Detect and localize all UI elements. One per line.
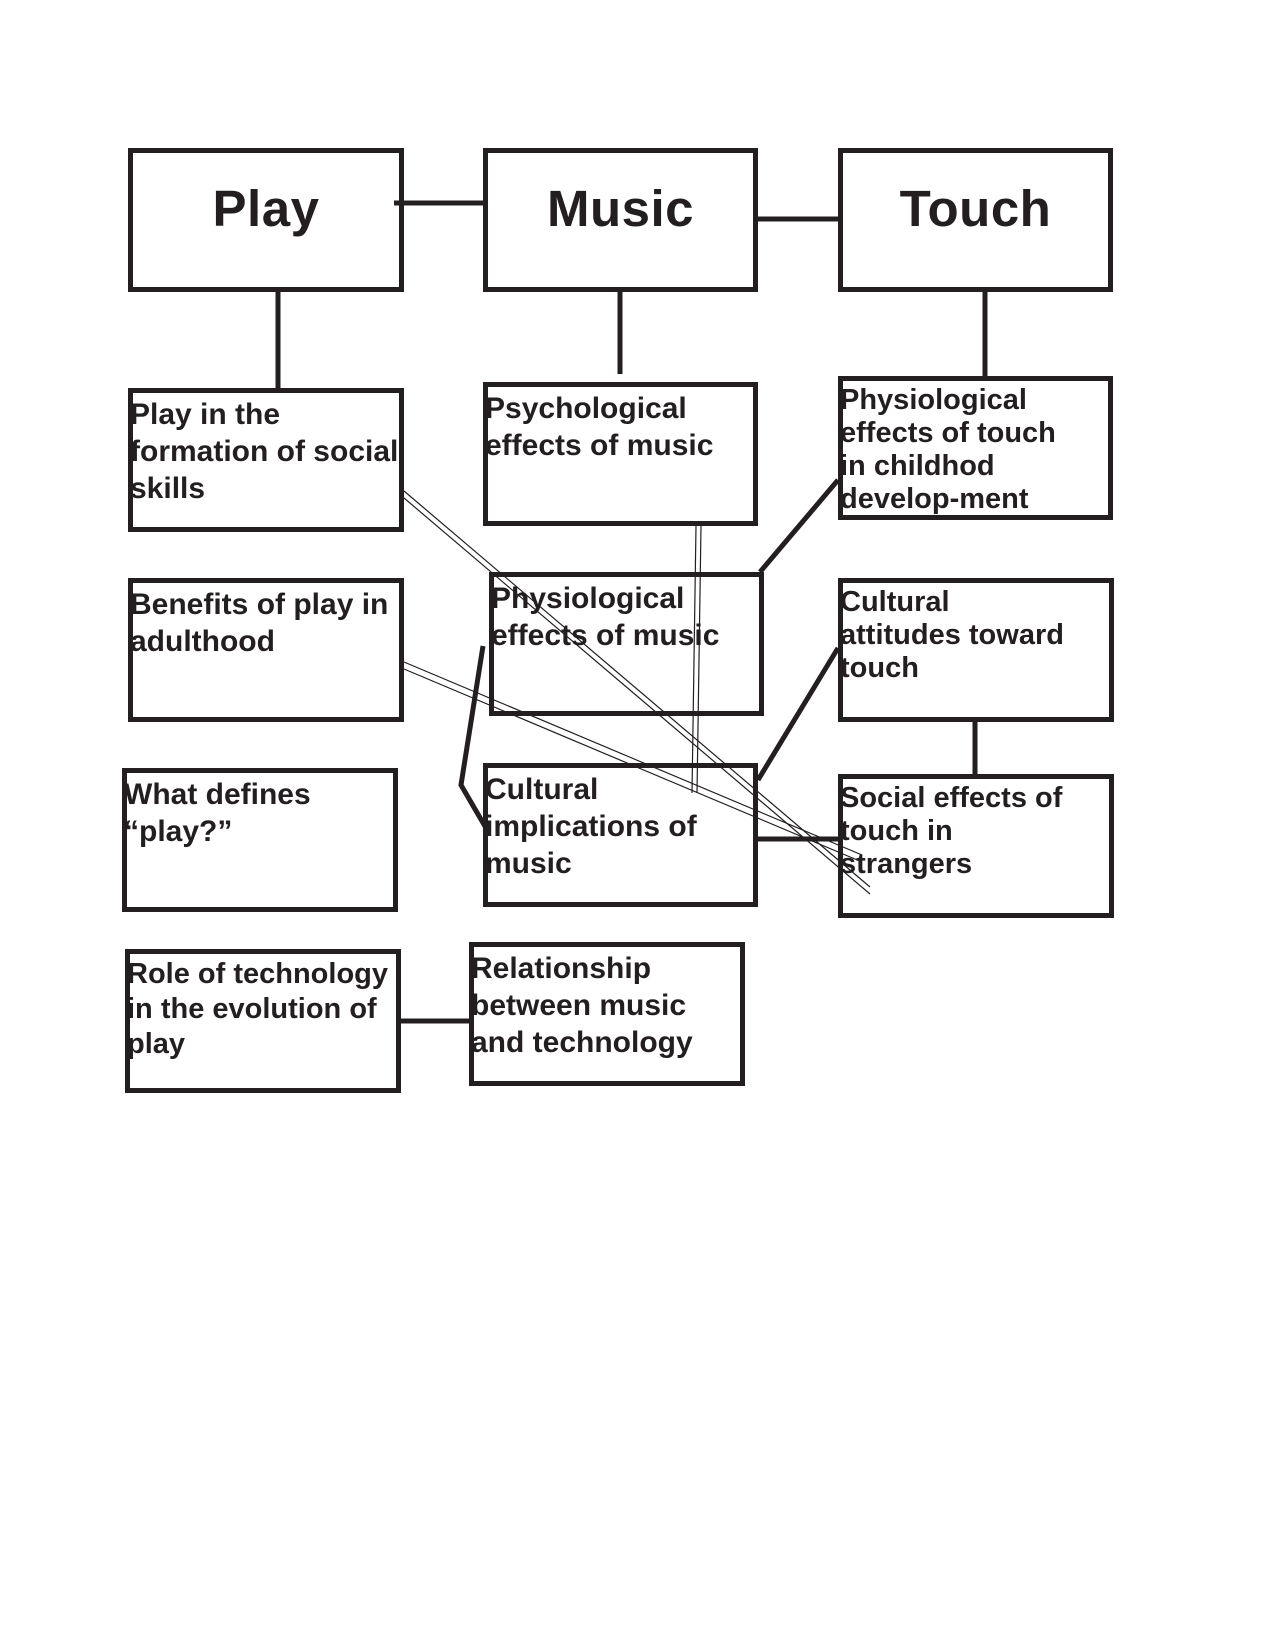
play-adulthood-label: Benefits of play in adulthood [130, 588, 389, 658]
music-psychological-box: Psychological effects of music [483, 382, 758, 526]
music-psychological-label: Psychological effects of music [485, 392, 714, 462]
play-social-skills-box: Play in the formation of social skills [128, 388, 404, 532]
touch-physiological-label: Physiological effects of touch in childh… [840, 384, 1056, 515]
touch-physiological-box: Physiological effects of touch in childh… [838, 376, 1113, 520]
connector-music-cultural-touch-cultural [755, 646, 841, 782]
music-physiological-box: Physiological effects of music [489, 572, 764, 716]
play-header-label: Play [212, 180, 320, 237]
touch-cultural-box: Cultural attitudes toward touch [838, 578, 1114, 722]
touch-strangers-label: Social effects of touch in strangers [840, 782, 1063, 880]
play-technology-label: Role of technology in the evolution of p… [127, 958, 388, 1060]
play-social-skills-label: Play in the formation of social skills [130, 398, 399, 505]
play-header-box: Play [128, 148, 404, 292]
music-header-box: Music [483, 148, 758, 292]
play-technology-box: Role of technology in the evolution of p… [125, 949, 401, 1093]
play-adulthood-box: Benefits of play in adulthood [128, 578, 404, 722]
music-technology-box: Relationship between music and technolog… [469, 942, 745, 1086]
touch-strangers-box: Social effects of touch in strangers [838, 774, 1114, 918]
music-cultural-label: Cultural implications of music [485, 773, 697, 880]
play-defines-label: What defines “play?” [124, 778, 311, 848]
connector-music-phys-touch-phys [758, 478, 840, 574]
play-defines-box: What defines “play?” [122, 768, 398, 912]
touch-header-label: Touch [899, 180, 1052, 237]
music-header-label: Music [546, 180, 695, 237]
touch-cultural-label: Cultural attitudes toward touch [840, 586, 1064, 684]
music-cultural-box: Cultural implications of music [483, 763, 758, 907]
music-technology-label: Relationship between music and technolog… [471, 952, 693, 1059]
touch-header-box: Touch [838, 148, 1113, 292]
music-physiological-label: Physiological effects of music [491, 582, 720, 652]
